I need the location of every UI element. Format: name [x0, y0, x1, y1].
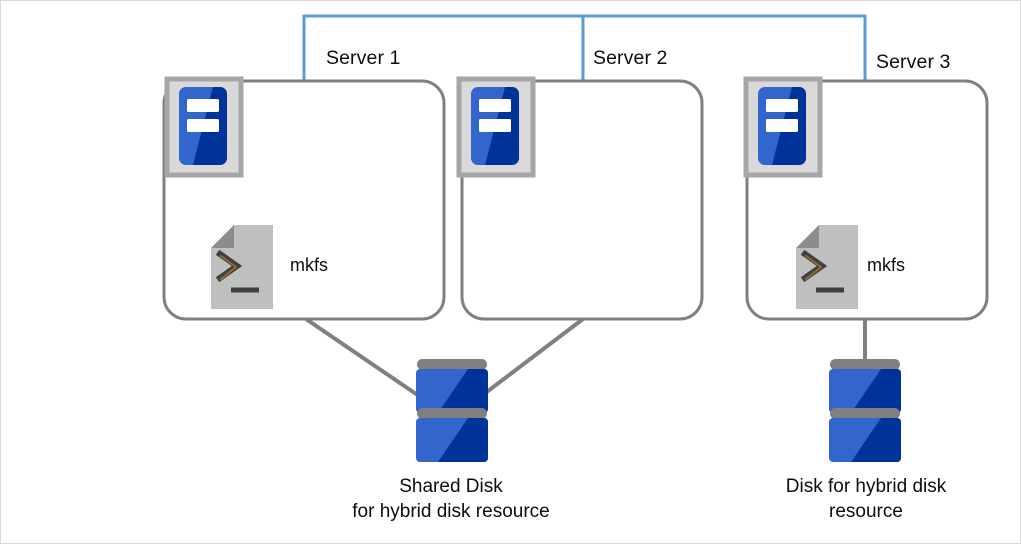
server-icon-2: [456, 76, 536, 178]
server-box-3: [745, 79, 989, 321]
server-icon-3: [743, 76, 823, 178]
mkfs-script-icon-1: [211, 225, 273, 309]
local-disk-caption-line2: resource: [829, 501, 903, 522]
server-icon-1: [164, 76, 244, 178]
mkfs-script-icon-3: [796, 225, 858, 309]
disk-stack-icon-shared: [416, 359, 488, 462]
server-label-1: Server 1: [326, 47, 401, 69]
server-label-2: Server 2: [593, 47, 668, 69]
mkfs-label-1: mkfs: [290, 255, 328, 275]
mkfs-label-3: mkfs: [867, 255, 905, 275]
server-box-2: [460, 79, 704, 321]
disk-stack-icon-local: [829, 359, 901, 462]
shared-disk-caption-line2: for hybrid disk resource: [352, 501, 550, 522]
shared-disk-caption-line1: Shared Disk: [399, 476, 503, 497]
local-disk-caption-line1: Disk for hybrid disk: [785, 476, 947, 497]
server-box-1: [162, 79, 446, 321]
disk-connector-lines: [304, 317, 867, 415]
server-label-3: Server 3: [876, 51, 951, 73]
